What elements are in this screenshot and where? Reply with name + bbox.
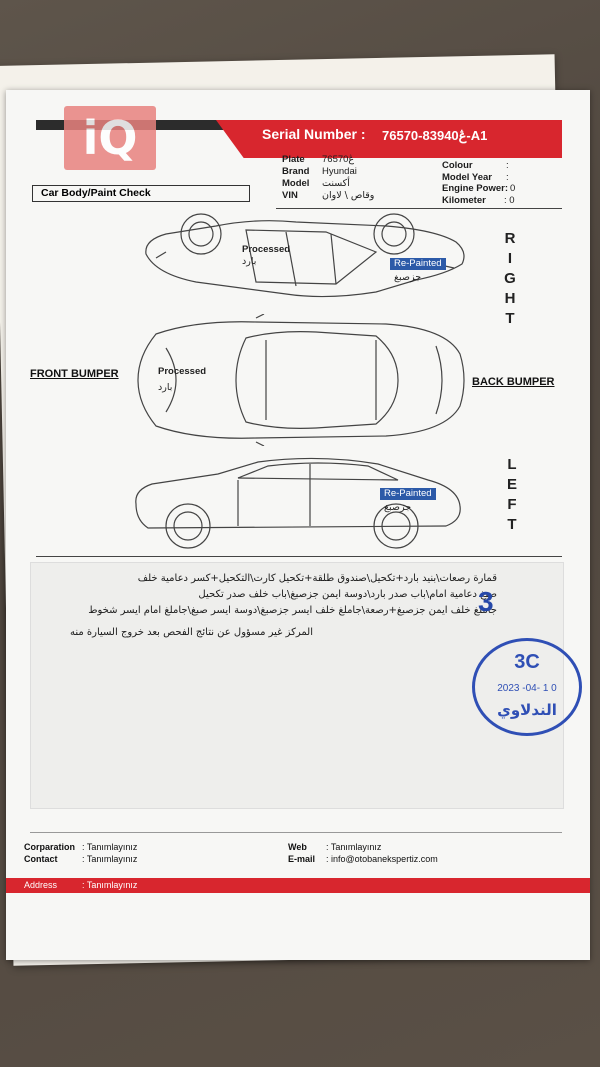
right-letter-t: T [505,310,515,327]
right-letter-i: I [507,250,513,267]
stamp-date: 2023 -04- 1 0 [497,683,557,694]
address-value: : Tanımlayınız [82,880,138,890]
front-bumper-label: FRONT BUMPER [30,368,119,380]
colour-label: Colour [442,160,473,171]
stamp-name: الندلاوي [497,701,557,719]
stamp-code: 3C [514,651,540,673]
corporation-value: : Tanımlayınız [82,842,138,852]
serial-label: Serial Number : [262,126,366,142]
left-letter-e: E [506,476,517,493]
contact-value: : Tanımlayınız [82,854,138,864]
back-bumper-label: BACK BUMPER [472,376,555,388]
top-processed-label: Processed [158,366,207,377]
right-repainted-arabic: جزصبغ [394,272,422,283]
kilometer-label: Kilometer [442,195,486,206]
vin-value: وقاص \ لاوان [322,190,375,201]
top-processed-arabic: بارد [158,382,173,393]
plate-value: ڠ76570 [322,154,355,165]
inspection-report: iQ Serial Number : ڠ83940-76570-A1 Plate… [6,90,590,960]
car-top-view-diagram [137,314,465,446]
right-processed-arabic: بارد [242,256,257,267]
model-label: Model [282,178,310,189]
brand-value: Hyundai [322,166,357,177]
email-label: E-mail [288,854,316,864]
address-bar [6,878,590,893]
left-letter-f: F [507,496,517,513]
vin-label: VIN [282,190,298,201]
header-divider [276,208,562,209]
web-label: Web [288,842,307,852]
kilometer-value: : 0 [504,195,515,206]
left-repainted-badge: Re-Painted [380,488,436,500]
note-line-4: المركز غير مسؤول عن نتائج الفحص بعد خروج… [69,627,313,638]
right-processed-label: Processed [242,244,291,255]
note-line-3: جاملغ خلف ايمن جزصبغ+رصعة\جاملغ خلف ايسر… [88,605,497,616]
section-title: Car Body/Paint Check [32,185,250,202]
note-line-2: صبغ دعامية امام\باب صدر بارد\دوسة ايمن ج… [198,589,497,600]
web-value: : Tanımlayınız [326,842,382,852]
car-left-side-diagram [135,457,461,549]
grade-number: 3 [478,586,494,617]
contact-label: Contact [24,854,58,864]
email-value: : info@otobanekspertiz.com [326,854,438,864]
address-label: Address [24,880,58,890]
model-value: أكسنت [322,178,350,189]
right-letter-r: R [504,230,516,247]
diagram-divider [36,556,562,557]
right-letter-h: H [504,290,516,307]
note-line-1: قمارة رصعات\بنيد بارد+تكحيل\صندوق طلقة+ت… [137,573,497,584]
right-letter-g: G [504,270,516,287]
iq-logo: iQ [64,106,156,170]
right-repainted-badge: Re-Painted [390,258,446,270]
header-red-bar [216,120,562,158]
engine-power-label: Engine Power: [442,183,508,194]
car-right-side-diagram [145,213,465,298]
colour-value: : [506,160,509,171]
left-letter-l: L [507,456,517,473]
plate-label: Plate [282,154,305,165]
footer-divider [30,832,562,833]
model-year-value: : [506,172,509,183]
brand-label: Brand [282,166,310,177]
left-letter-t: T [507,516,517,533]
corporation-label: Corparation [24,842,76,852]
model-year-label: Model Year [442,172,492,183]
left-repainted-arabic: جزصبغ [384,502,412,513]
center-stamp: 3C 2023 -04- 1 0 الندلاوي [472,638,582,736]
engine-power-value: 0 [510,183,516,194]
serial-value: ڠ83940-76570-A1 [382,128,488,143]
